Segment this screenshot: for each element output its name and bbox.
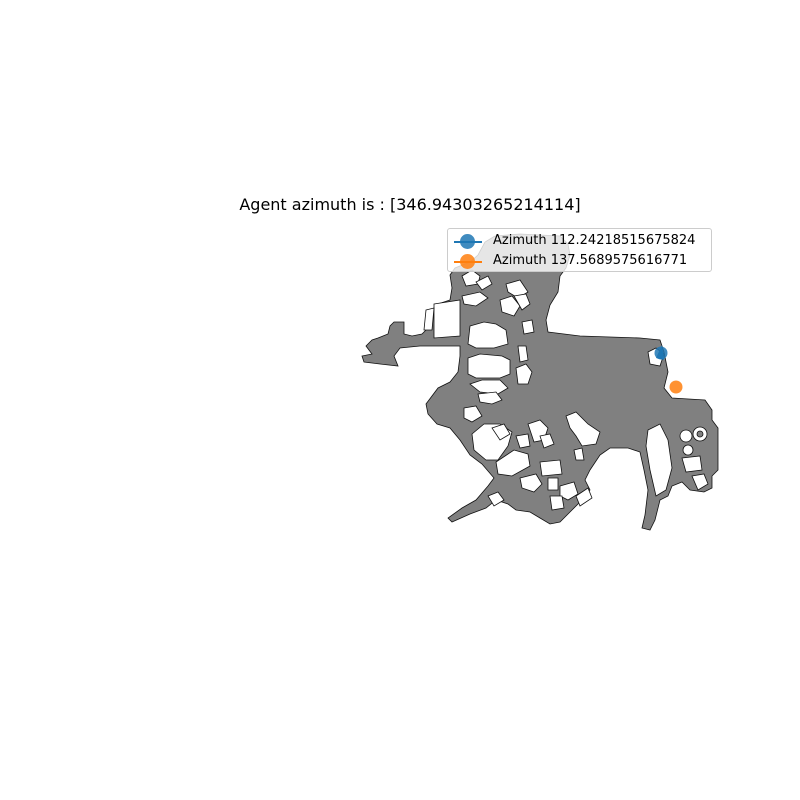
legend-item-blue: Azimuth 112.24218515675824 <box>448 231 711 251</box>
marker-orange <box>669 380 683 394</box>
figure-title: Agent azimuth is : [346.94303265214114] <box>239 195 581 214</box>
legend-label-blue: Azimuth 112.24218515675824 <box>493 233 696 248</box>
legend: Azimuth 112.24218515675824 Azimuth 137.5… <box>447 228 712 272</box>
legend-dot-orange <box>460 254 475 269</box>
legend-dot-blue <box>460 234 475 249</box>
marker-blue <box>654 346 668 360</box>
buildings <box>423 269 709 511</box>
legend-label-orange: Azimuth 137.5689575616771 <box>493 253 688 268</box>
legend-item-orange: Azimuth 137.5689575616771 <box>448 251 711 271</box>
